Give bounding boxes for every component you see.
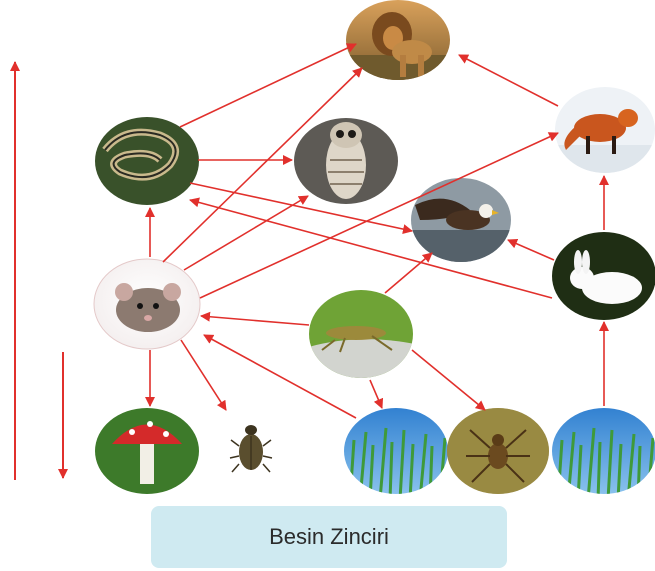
arrow-mouse-to-owl [184,196,308,270]
fox-icon [550,85,655,180]
mouse-icon [90,255,205,355]
caption-box: Besin Zinciri [151,506,507,568]
grass-icon [340,405,455,500]
arrow-mouse-to-beetle [181,340,226,410]
spider-icon [445,405,555,500]
grasshopper-icon [305,288,420,383]
mushroom-icon [90,405,205,500]
grass-icon [548,405,655,500]
rabbit-icon [548,230,655,325]
arrow-grasshopper-to-spider [412,350,485,410]
arrow-snake-to-lion [180,44,356,127]
arrow-fox-to-lion [459,55,558,106]
caption-text: Besin Zinciri [269,524,389,550]
snake-icon [90,112,205,207]
arrow-grasshopper-to-grass [370,380,382,408]
arrow-grasshopper-to-mouse [201,316,309,325]
eagle-icon [405,175,520,270]
arrow-rabbit-to-eagle [508,240,554,260]
beetle-icon [230,425,272,472]
trophic-arrows [15,62,63,480]
